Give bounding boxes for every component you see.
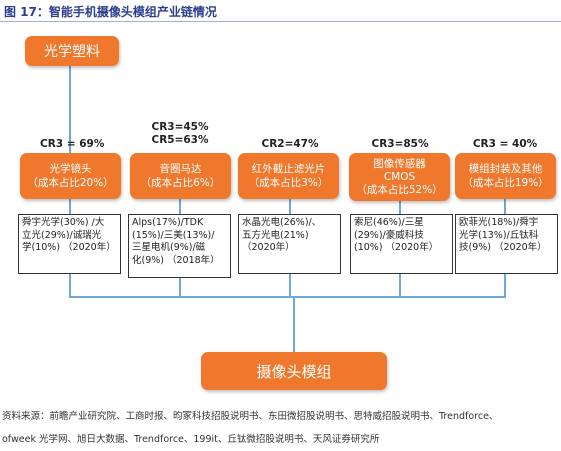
component-cost-share: （成本占比6%）: [140, 177, 221, 189]
optical-plastic-box: 光学塑料: [25, 36, 119, 66]
company-line: 技(9%) （2020年）: [459, 242, 547, 253]
source-line-2: ofweek 光学网、旭日大数据、Trendforce、199it、丘钛微招股说…: [2, 434, 380, 445]
component-cost-share: （成本占比3%）: [248, 177, 329, 189]
company-line: 化(9%) （2018年）: [132, 254, 220, 266]
camera-module-label: 摄像头模组: [256, 362, 332, 381]
source-line-1: 资料来源：前瞻产业研究院、工商时报、昀冢科技招股说明书、东田微招股说明书、思特威…: [2, 411, 499, 422]
optical-plastic-label: 光学塑料: [44, 44, 100, 60]
company-line: 学(10%) （2020年）: [22, 242, 116, 253]
cr-line: CR3 = 40%: [472, 138, 538, 150]
company-line: (10%) （2020年）: [354, 242, 439, 253]
concentration-ratio-packaging: CR3 = 40%: [470, 138, 540, 151]
company-line: (15%)/三美(13%)/: [132, 229, 215, 241]
company-line: 光学(13%)/丘钛科: [459, 229, 539, 241]
cr-line: CR3=85%: [371, 138, 429, 150]
connector-horizontal: [69, 296, 506, 298]
concentration-ratio-cmos: CR3=85%: [365, 138, 435, 151]
component-name: 图像传感器: [373, 157, 426, 170]
component-name: 音圈马达: [159, 163, 202, 175]
cr-line: CR3=45%: [151, 121, 209, 133]
component-name: 红外截止滤光片: [251, 163, 326, 175]
connector-to-module: [293, 296, 295, 352]
company-line: 索尼(46%)/三星: [354, 217, 424, 228]
camera-module-box: 摄像头模组: [201, 352, 387, 390]
company-line: (29%)/豪威科技: [354, 229, 424, 241]
concentration-ratio-lens: CR3 = 69%: [40, 138, 105, 151]
component-name-sub: CMOS: [383, 170, 416, 183]
company-box-packaging: 欧菲光(18%)/舜宇 光学(13%)/丘钛科 技(9%) （2020年）: [455, 214, 558, 274]
component-cost-share: （成本占比52%）: [356, 183, 443, 196]
company-box-lens: 舜宇光学(30%) /大 立光(29%)/诚瑞光 学(10%) （2020年）: [18, 214, 121, 274]
company-box-ir-filter: 水晶光电(26%)/、 五方光电(21%) （2020年）: [238, 214, 341, 274]
company-line: （2020年）: [242, 242, 295, 253]
component-box-lens: 光学镜头 （成本占比20%）: [20, 153, 121, 199]
component-box-vcm: 音圈马达 （成本占比6%）: [130, 153, 231, 199]
cr-line: CR2=47%: [261, 138, 319, 150]
company-line: 欧菲光(18%)/舜宇: [459, 217, 539, 228]
component-name: 光学镜头: [49, 163, 92, 175]
company-line: 五方光电(21%): [242, 229, 309, 241]
component-cost-share: （成本占比19%）: [462, 177, 549, 189]
company-line: 水晶光电(26%)/、: [242, 217, 322, 228]
company-line: Alps(17%)/TDK: [132, 217, 204, 228]
connector-top-down: [69, 66, 71, 153]
component-name: 模组封装及其他: [468, 163, 543, 175]
concentration-ratio-vcm: CR3=45% CR5=63%: [145, 121, 215, 147]
company-box-vcm: Alps(17%)/TDK (15%)/三美(13%)/ 三星电机(9%)/磁 …: [128, 214, 231, 278]
concentration-ratio-ir-filter: CR2=47%: [255, 138, 325, 151]
component-box-cmos: 图像传感器 CMOS （成本占比52%）: [349, 153, 450, 201]
component-cost-share: （成本占比20%）: [27, 177, 114, 189]
company-box-cmos: 索尼(46%)/三星 (29%)/豪威科技 (10%) （2020年）: [350, 214, 453, 274]
cr-line: CR3 = 69%: [40, 138, 105, 150]
company-line: 三星电机(9%)/磁: [132, 242, 206, 253]
component-box-packaging: 模组封装及其他 （成本占比19%）: [455, 153, 556, 199]
company-line: 舜宇光学(30%) /大: [22, 217, 105, 228]
company-line: 立光(29%)/诚瑞光: [22, 229, 102, 241]
title-underline: [0, 21, 561, 22]
component-box-ir-filter: 红外截止滤光片 （成本占比3%）: [238, 153, 339, 199]
figure-title: 图 17：智能手机摄像头模组产业链情况: [4, 5, 217, 19]
cr-line: CR5=63%: [151, 134, 209, 146]
